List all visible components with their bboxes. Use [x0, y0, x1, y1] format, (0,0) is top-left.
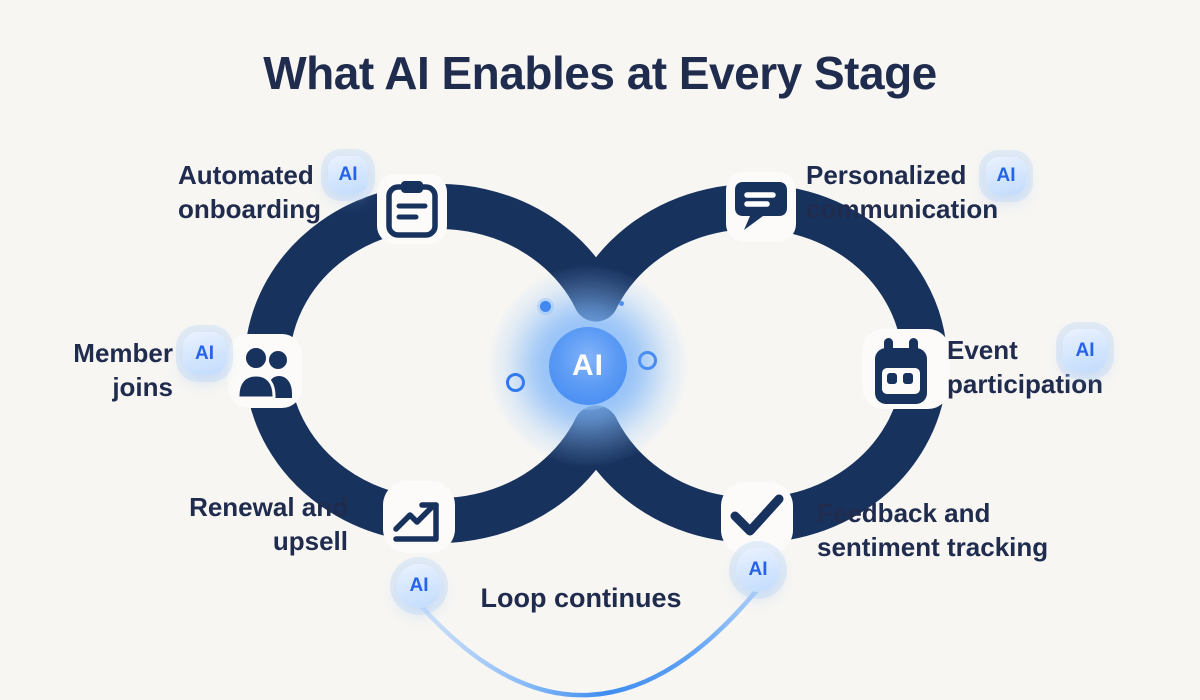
clipboard-icon: [386, 181, 438, 238]
calendar-icon: [875, 338, 927, 404]
sparkle-dot-small: [619, 301, 624, 306]
ai-badge-onboarding: AI: [328, 156, 368, 194]
ai-badge-renewal: AI: [397, 564, 441, 608]
label-event-participation: Event participation: [947, 333, 1103, 401]
label-line: onboarding: [178, 194, 321, 224]
label-renewal-upsell: Renewal and upsell: [150, 490, 348, 558]
label-line: Member: [73, 338, 173, 368]
checkmark-icon: [730, 494, 784, 536]
ai-badge-member: AI: [183, 332, 226, 375]
people-icon: [236, 345, 292, 400]
label-line: participation: [947, 369, 1104, 399]
loop-continues-label: Loop continues: [480, 583, 682, 613]
ai-badge-communication: AI: [986, 157, 1026, 195]
ai-badge-event: AI: [1063, 329, 1107, 372]
label-automated-onboarding: Automated onboarding: [178, 158, 321, 226]
ai-badge-feedback: AI: [736, 548, 780, 592]
label-feedback-sentiment-tracking: Feedback and sentiment tracking: [817, 496, 1048, 564]
trend-up-icon: [393, 502, 439, 542]
label-line: Renewal and: [189, 492, 348, 522]
label-line: joins: [112, 372, 173, 402]
sparkle-dot-filled: [540, 301, 551, 312]
label-personalized-communication: Personalized communication: [806, 158, 998, 226]
icon-tile-onboarding: [377, 174, 447, 244]
center-ai-node: AI: [549, 327, 627, 405]
label-line: Personalized: [806, 160, 967, 190]
label-line: Automated: [178, 160, 314, 190]
sparkle-ring-left: [506, 373, 525, 392]
label-member-joins: Member joins: [40, 336, 173, 404]
loop-continues-arc: [418, 587, 760, 698]
chat-bubble-icon: [735, 182, 787, 230]
label-line: Feedback and: [817, 498, 991, 528]
page-title: What AI Enables at Every Stage: [263, 47, 937, 99]
label-line: sentiment tracking: [817, 532, 1049, 562]
label-line: upsell: [272, 526, 348, 556]
sparkle-ring-right: [638, 351, 657, 370]
label-line: Event: [947, 335, 1018, 365]
label-line: communication: [806, 194, 999, 224]
